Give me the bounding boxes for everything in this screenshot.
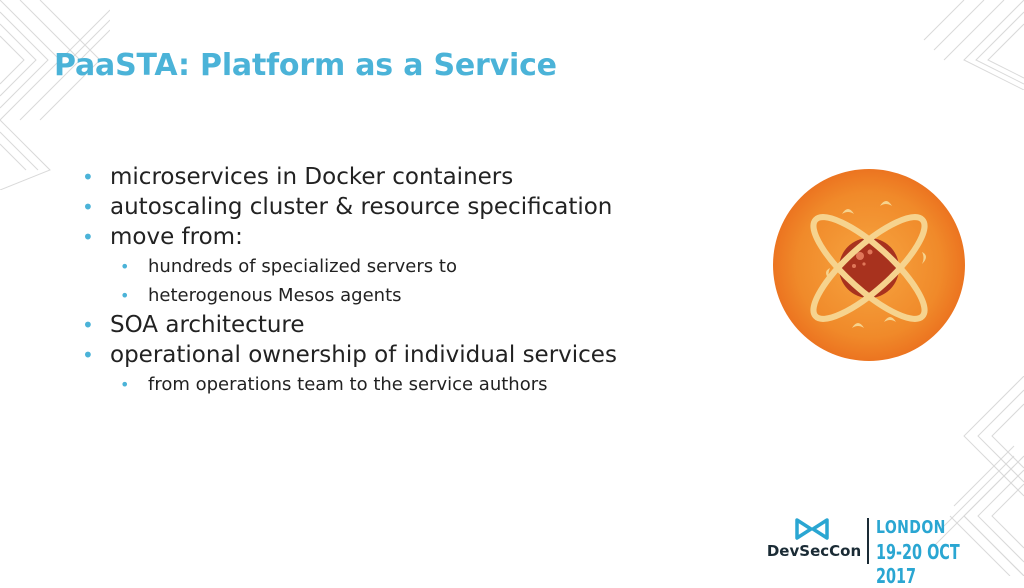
corner-pattern-top-right (923, 0, 1024, 90)
devseccon-bowtie-icon (795, 518, 829, 540)
sub-bullet-item: from operations team to the service auth… (82, 370, 617, 399)
devseccon-branding: DevSecCon LONDON 19-20 OCT 2017 (765, 516, 1015, 588)
bullet-list: microservices in Docker containers autos… (82, 162, 617, 399)
brand-divider (867, 518, 869, 564)
corner-pattern-bottom-right (933, 376, 1024, 576)
paasta-atom-logo (773, 169, 965, 361)
sub-bullet-item: heterogenous Mesos agents (82, 281, 617, 310)
sub-bullet-item: hundreds of specialized servers to (82, 252, 617, 281)
bullet-item: SOA architecture (82, 310, 617, 340)
bullet-item: move from: (82, 222, 617, 252)
slide-title: PaaSTA: Platform as a Service (54, 48, 557, 83)
bullet-item: operational ownership of individual serv… (82, 340, 617, 370)
bullet-item: microservices in Docker containers (82, 162, 617, 192)
event-dates: 19-20 OCT 2017 (876, 540, 960, 588)
event-city: LONDON (876, 517, 946, 538)
corner-pattern-top-left (0, 0, 110, 190)
bullet-item: autoscaling cluster & resource specifica… (82, 192, 617, 222)
brand-name: DevSecCon (766, 542, 862, 560)
